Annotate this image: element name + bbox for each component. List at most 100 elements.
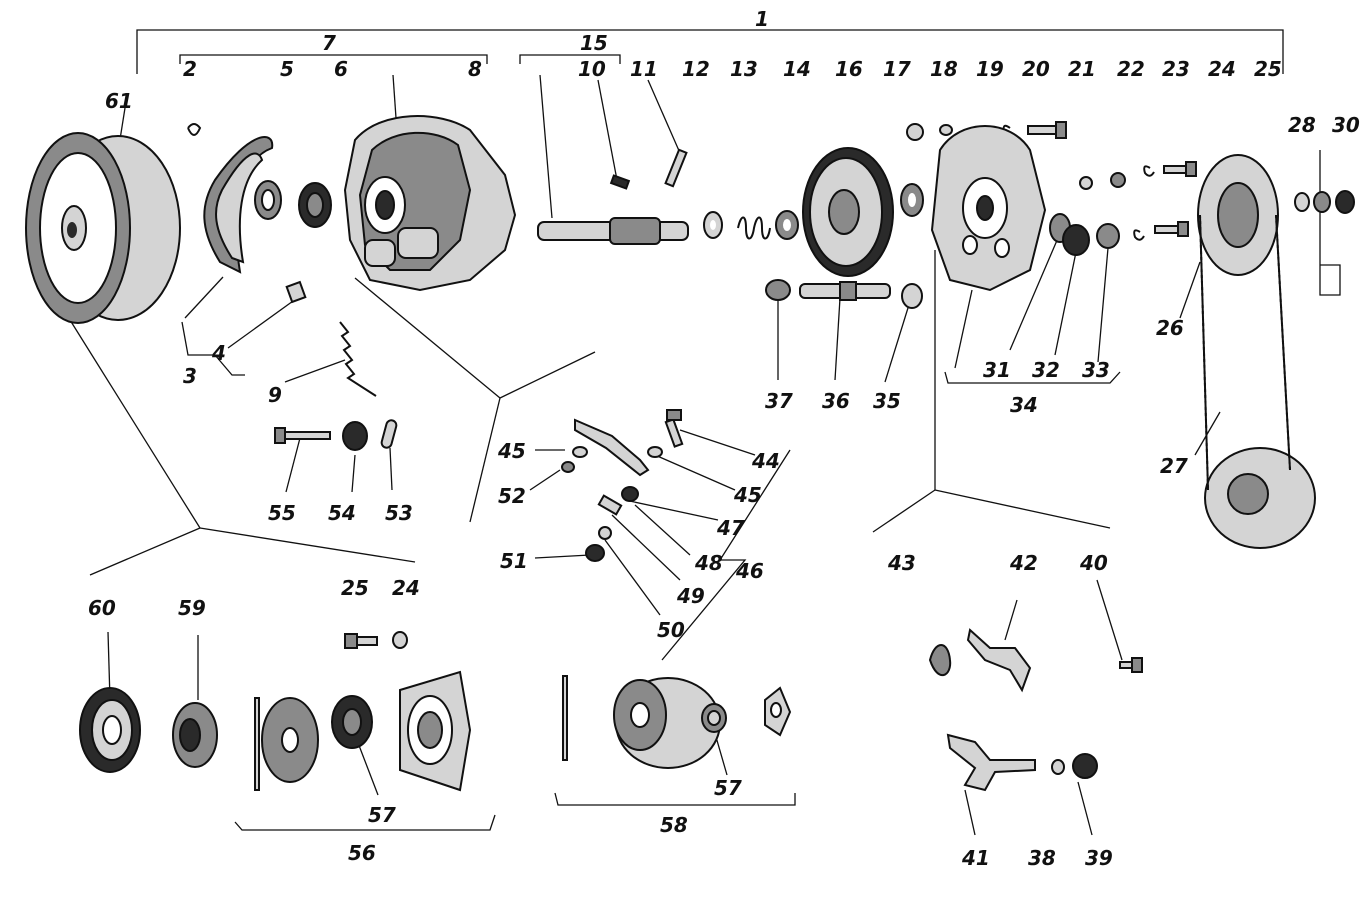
label-49: 49 (676, 584, 705, 608)
bushing-37 (765, 279, 791, 301)
part-numbers: 1 2 3 4 5 6 7 8 9 10 11 12 13 14 15 16 1… (88, 7, 1360, 870)
nut-48 (621, 486, 639, 502)
label-23: 23 (1162, 57, 1190, 81)
label-16: 16 (835, 57, 863, 81)
bolt-21 (1027, 121, 1067, 139)
chain-drive-26-27 (1197, 154, 1316, 549)
bolt-44 (664, 409, 684, 448)
label-19: 19 (976, 57, 1004, 81)
label-56: 56 (348, 841, 376, 865)
label-2: 2 (183, 57, 197, 81)
hub-drum-61 (25, 132, 181, 324)
label-42: 42 (1009, 551, 1038, 575)
label-46: 46 (735, 559, 764, 583)
label-43: 43 (887, 551, 916, 575)
label-51: 51 (500, 549, 528, 573)
bearing-57 (331, 695, 373, 749)
drum-58 (613, 677, 721, 769)
nut-23 (1110, 172, 1126, 188)
washer-45b (647, 446, 663, 458)
washer-12 (703, 211, 723, 239)
washer-50 (598, 526, 612, 540)
washer-19 (939, 124, 953, 136)
bolt-25 (1163, 161, 1197, 177)
label-57b: 57 (714, 776, 742, 800)
brake-shoe-3 (203, 136, 274, 274)
pin-58 (562, 675, 568, 761)
label-15: 15 (580, 31, 608, 55)
flange-58 (764, 686, 792, 737)
label-55: 55 (268, 501, 296, 525)
washer-38 (1051, 759, 1065, 775)
pin-11 (664, 148, 688, 188)
bracket-lines (69, 29, 1341, 836)
label-50: 50 (657, 618, 685, 642)
label-45: 45 (497, 439, 526, 463)
label-36: 36 (822, 389, 850, 413)
label-52: 52 (498, 484, 526, 508)
nut-52 (561, 461, 575, 473)
label-57: 57 (368, 803, 396, 827)
bearing-6 (298, 182, 332, 228)
label-8: 8 (468, 57, 482, 81)
label-1: 1 (755, 7, 769, 31)
block-4 (285, 280, 307, 304)
link-53 (380, 419, 398, 449)
label-48: 48 (694, 551, 723, 575)
washer-14 (775, 210, 799, 240)
label-3: 3 (183, 364, 197, 388)
pin-56a (254, 697, 260, 791)
label-9: 9 (268, 383, 282, 407)
label-21: 21 (1068, 57, 1096, 81)
label-32: 32 (1032, 358, 1060, 382)
washer-18 (906, 123, 924, 141)
bearing-57b (701, 703, 727, 733)
ring-35 (901, 283, 923, 309)
lever-42 (966, 628, 1032, 693)
label-59: 59 (178, 596, 206, 620)
label-44: 44 (751, 449, 780, 473)
shaft-36 (799, 281, 891, 301)
washer-28 (1294, 192, 1310, 212)
label-47: 47 (716, 516, 745, 540)
nut-29 (1313, 191, 1331, 213)
label-4: 4 (211, 341, 226, 365)
label-35: 35 (873, 389, 901, 413)
gear-16 (802, 147, 894, 277)
label-27: 27 (1160, 454, 1188, 478)
bushing-59 (172, 702, 218, 768)
spring-13 (737, 216, 771, 240)
label-14: 14 (783, 57, 811, 81)
label-33: 33 (1082, 358, 1110, 382)
label-38: 38 (1028, 846, 1056, 870)
label-34: 34 (1010, 393, 1038, 417)
label-12: 12 (682, 57, 710, 81)
label-25c: 25 (341, 576, 369, 600)
washer-22 (1079, 176, 1093, 190)
label-40: 40 (1079, 551, 1108, 575)
seal-33 (1096, 223, 1120, 249)
label-7: 7 (322, 31, 336, 55)
plate-49 (597, 494, 623, 516)
label-24: 24 (1208, 57, 1236, 81)
label-39: 39 (1085, 846, 1113, 870)
label-20: 20 (1022, 57, 1050, 81)
label-6: 6 (334, 57, 348, 81)
label-24c: 24 (392, 576, 420, 600)
spring-9 (339, 321, 377, 397)
shaft-10 (537, 174, 689, 245)
washer-45 (572, 446, 588, 458)
bushing-39 (1072, 753, 1098, 779)
label-54: 54 (328, 501, 356, 525)
label-37: 37 (765, 389, 793, 413)
label-60: 60 (88, 596, 116, 620)
label-45b: 45 (733, 483, 762, 507)
housing-8 (343, 115, 517, 292)
label-10: 10 (578, 57, 606, 81)
circlip-24 (1143, 165, 1155, 177)
screw-40 (1119, 657, 1143, 673)
label-17: 17 (883, 57, 911, 81)
seal-ring-5 (254, 180, 282, 220)
label-31: 31 (983, 358, 1011, 382)
